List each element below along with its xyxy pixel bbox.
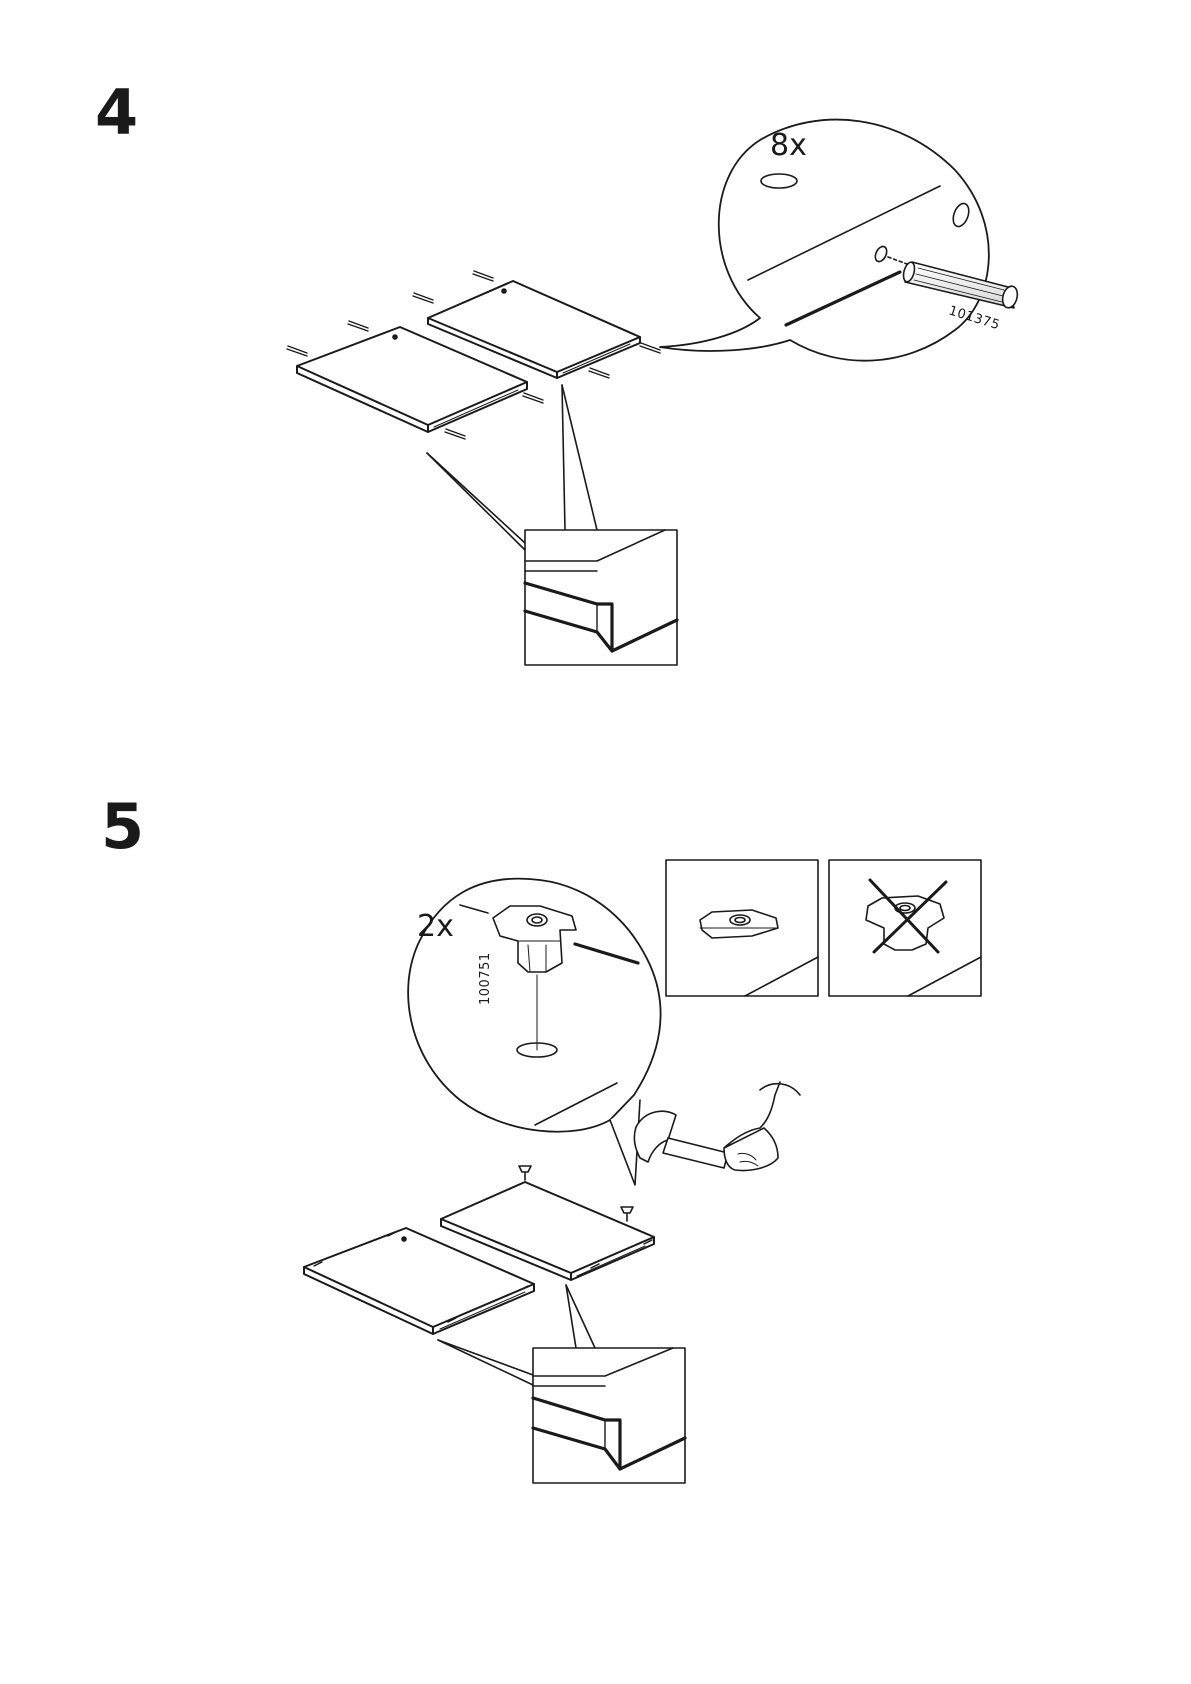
step-4-quantity: 8x	[770, 128, 807, 163]
step-4-callout-bubble	[660, 120, 989, 361]
step-4-groove-detail	[525, 530, 677, 665]
step-4-illustration: 8x 101375	[287, 120, 1020, 665]
step-5-groove-detail	[533, 1348, 685, 1483]
hand-icon	[724, 1082, 800, 1171]
step-5-illustration: 2x 100751	[304, 860, 981, 1483]
tee-nut-incorrect-panel	[829, 860, 981, 996]
tee-nut-icon	[621, 1207, 633, 1221]
step-5-part-number: 100751	[478, 952, 493, 1005]
step-5-quantity: 2x	[417, 909, 454, 944]
detail-leader-line	[427, 453, 525, 543]
tee-nut-correct-panel	[666, 860, 818, 996]
hammer-icon	[634, 1111, 728, 1168]
detail-leader-line	[562, 385, 597, 530]
detail-leader-line	[562, 385, 565, 530]
tee-nut-icon	[519, 1166, 531, 1180]
